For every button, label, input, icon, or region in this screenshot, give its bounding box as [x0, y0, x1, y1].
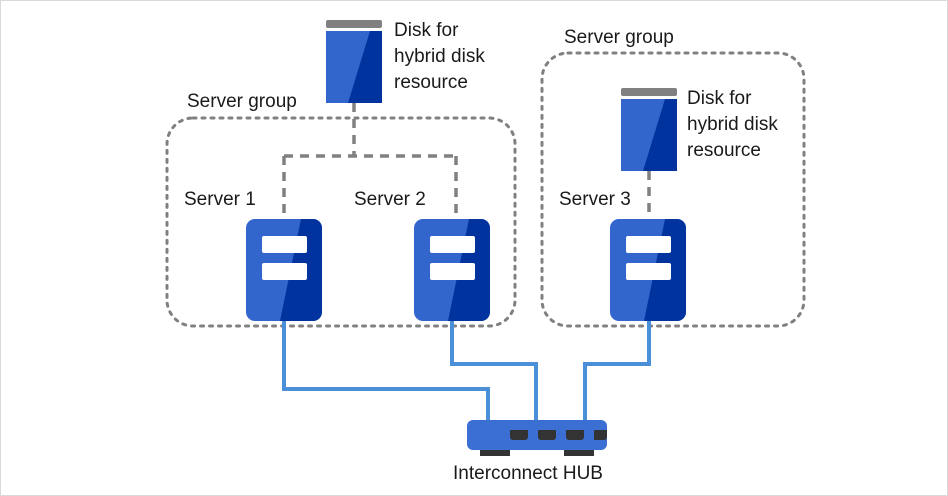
disk-right-icon: [621, 88, 677, 171]
server-3-icon: [610, 219, 686, 321]
network-line-server-2: [450, 321, 538, 421]
network-line-server-1: [282, 321, 490, 421]
server-1-label: Server 1: [184, 189, 256, 210]
hub-ports: [510, 430, 607, 440]
group-left-label: Server group: [187, 91, 297, 112]
interconnect-hub-label: Interconnect HUB: [453, 463, 603, 484]
group-right-label: Server group: [564, 27, 674, 48]
server-1-icon: [246, 219, 322, 321]
disk-shared-icon: [326, 20, 382, 103]
network-line-server-3: [583, 321, 651, 421]
network-lines: [282, 321, 651, 421]
server-2-label: Server 2: [354, 189, 426, 210]
server-2-icon: [414, 219, 490, 321]
group-left-boundary: [165, 116, 517, 328]
disk-right-label: Disk for hybrid disk resource: [687, 88, 778, 161]
disk-shared-label: Disk for hybrid disk resource: [394, 20, 485, 93]
disk-connection-lines: [282, 103, 651, 220]
interconnect-hub-icon: [467, 420, 607, 456]
server-3-label: Server 3: [559, 189, 631, 210]
group-right-boundary: [540, 51, 806, 328]
